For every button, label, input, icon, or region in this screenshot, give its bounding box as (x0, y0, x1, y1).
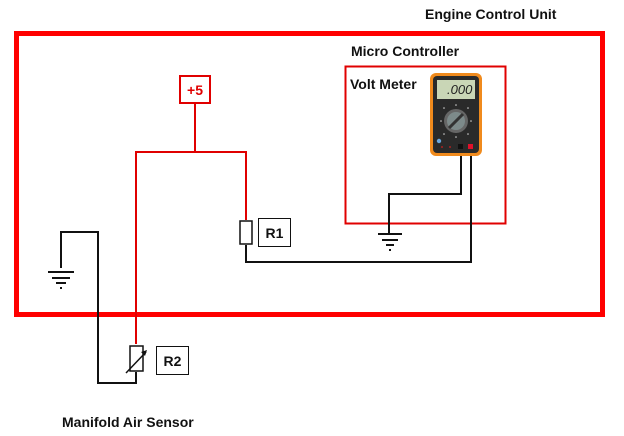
supply-voltage-label: +5 (179, 75, 211, 104)
signal-wire (60, 148, 472, 384)
r2-label: R2 (156, 346, 189, 375)
ground-symbol-sensor (48, 271, 74, 289)
sensor-label: Manifold Air Sensor (62, 414, 194, 430)
micro-controller-boundary (344, 65, 507, 225)
multimeter-icon (430, 73, 482, 156)
micro-controller-label: Micro Controller (351, 43, 460, 59)
volt-meter-label: Volt Meter (350, 76, 417, 92)
r1-resistor (239, 220, 253, 245)
ecu-boundary (14, 31, 605, 317)
ground-symbol-mcu (378, 233, 402, 251)
meter-display: .000 (447, 82, 473, 97)
ecu-label: Engine Control Unit (425, 6, 557, 22)
r1-label: R1 (258, 218, 291, 247)
r2-variable-resistor (125, 345, 147, 374)
power-wire (135, 104, 247, 344)
